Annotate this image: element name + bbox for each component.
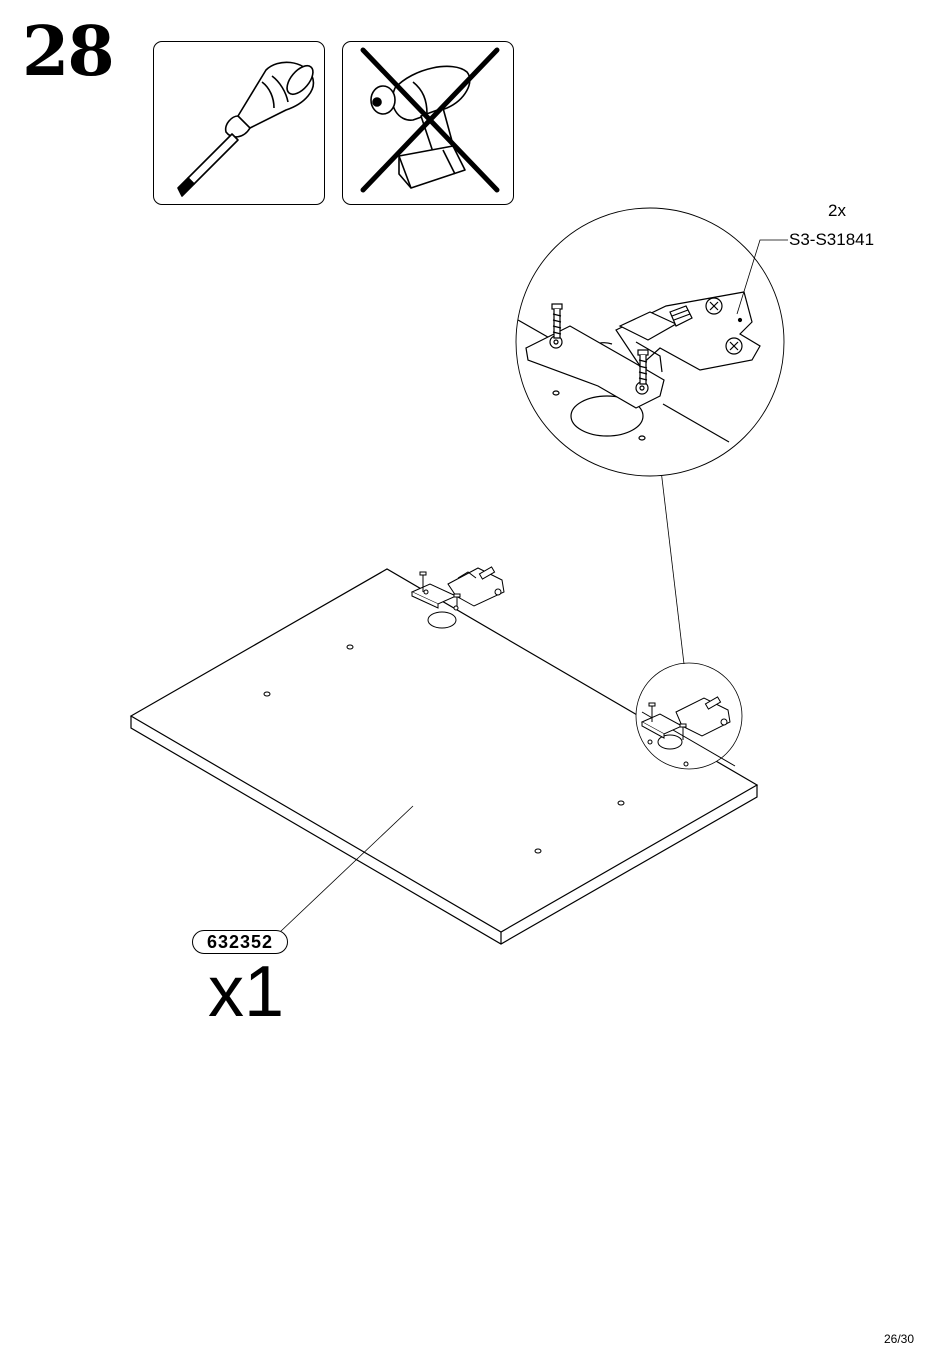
- hardware-part-code: S3-S31841: [789, 230, 874, 250]
- hardware-quantity: 2x: [828, 201, 846, 221]
- page-number: 26/30: [884, 1332, 914, 1346]
- panel-quantity: x1: [208, 956, 284, 1028]
- detail-connector-line: [661, 470, 684, 664]
- panel-id-badge: 632352: [192, 930, 288, 954]
